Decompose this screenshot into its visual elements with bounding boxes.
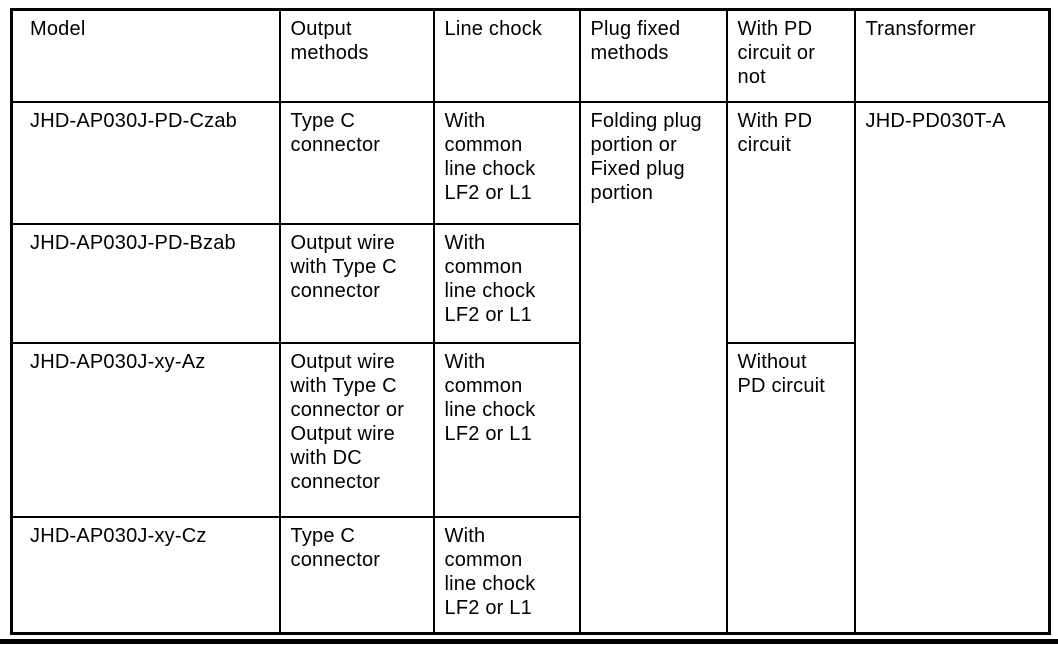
column-header-output-methods: Output methods <box>278 8 435 103</box>
column-header-transformer: Transformer <box>853 8 1051 103</box>
cell-model-2: JHD-AP030J-PD-Bzab <box>10 222 281 344</box>
cell-transformer: JHD-PD030T-A <box>853 100 1051 635</box>
column-header-model: Model <box>10 8 281 103</box>
cell-model-3: JHD-AP030J-xy-Az <box>10 341 281 518</box>
cell-line-chock-1: With common line chock LF2 or L1 <box>432 100 581 225</box>
column-header-line-chock: Line chock <box>432 8 581 103</box>
table-row: JHD-AP030J-xy-Az Output wire with Type C… <box>10 341 1050 635</box>
cell-output-method-4: Type C connector <box>278 515 435 635</box>
cell-output-method-2: Output wire with Type C connector <box>278 222 435 344</box>
cell-model-1: JHD-AP030J-PD-Czab <box>10 100 281 225</box>
cell-without-pd-circuit: Without PD circuit <box>725 341 856 635</box>
cell-line-chock-2: With common line chock LF2 or L1 <box>432 222 581 344</box>
table-header-row: Model Output methods Line chock Plug fix… <box>10 8 1051 103</box>
table-row: JHD-AP030J-PD-Bzab Output wire with Type… <box>10 222 1050 344</box>
page-bottom-rule <box>0 639 1058 644</box>
column-header-pd-circuit: With PD circuit or not <box>725 8 856 103</box>
product-spec-table: Model Output methods Line chock Plug fix… <box>10 8 1051 635</box>
cell-model-4: JHD-AP030J-xy-Cz <box>10 515 281 635</box>
cell-plug-fixed-methods: Folding plug portion or Fixed plug porti… <box>578 100 728 635</box>
table-row: JHD-AP030J-PD-Czab Type C connector With… <box>10 100 1051 635</box>
cell-with-pd-circuit: With PD circuit <box>725 100 856 344</box>
cell-line-chock-4: With common line chock LF2 or L1 <box>432 515 581 635</box>
column-header-plug-fixed-methods: Plug fixed methods <box>578 8 728 103</box>
cell-output-method-3: Output wire with Type C connector or Out… <box>278 341 435 518</box>
table-row: JHD-AP030J-xy-Cz Type C connector With c… <box>10 515 1050 635</box>
cell-output-method-1: Type C connector <box>278 100 435 225</box>
cell-line-chock-3: With common line chock LF2 or L1 <box>432 341 581 518</box>
